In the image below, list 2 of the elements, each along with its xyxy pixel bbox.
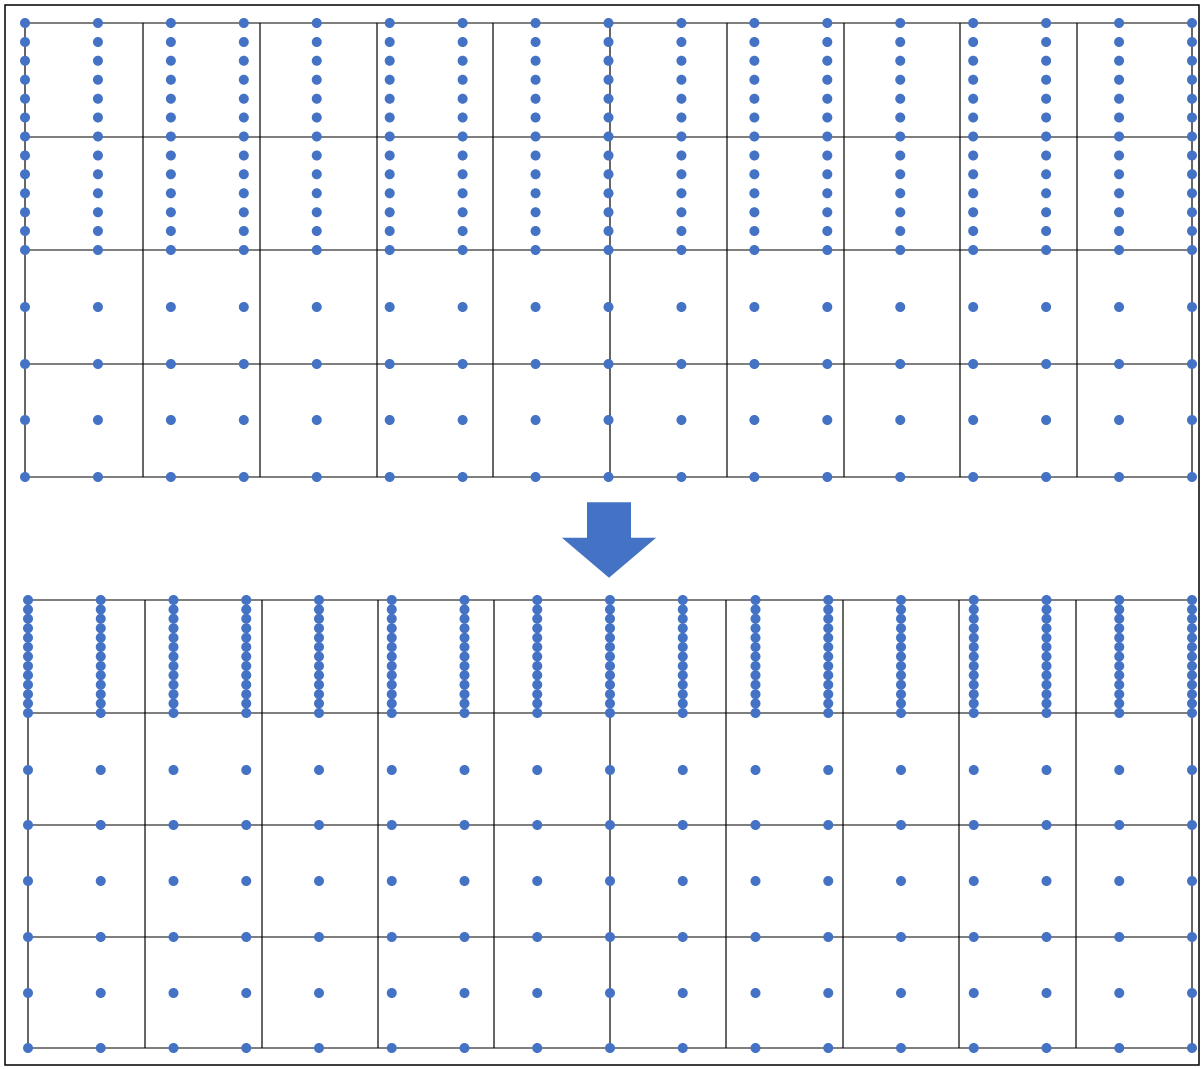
mesh-drawing [20, 18, 1197, 482]
mesh-drawing [23, 595, 1197, 1053]
